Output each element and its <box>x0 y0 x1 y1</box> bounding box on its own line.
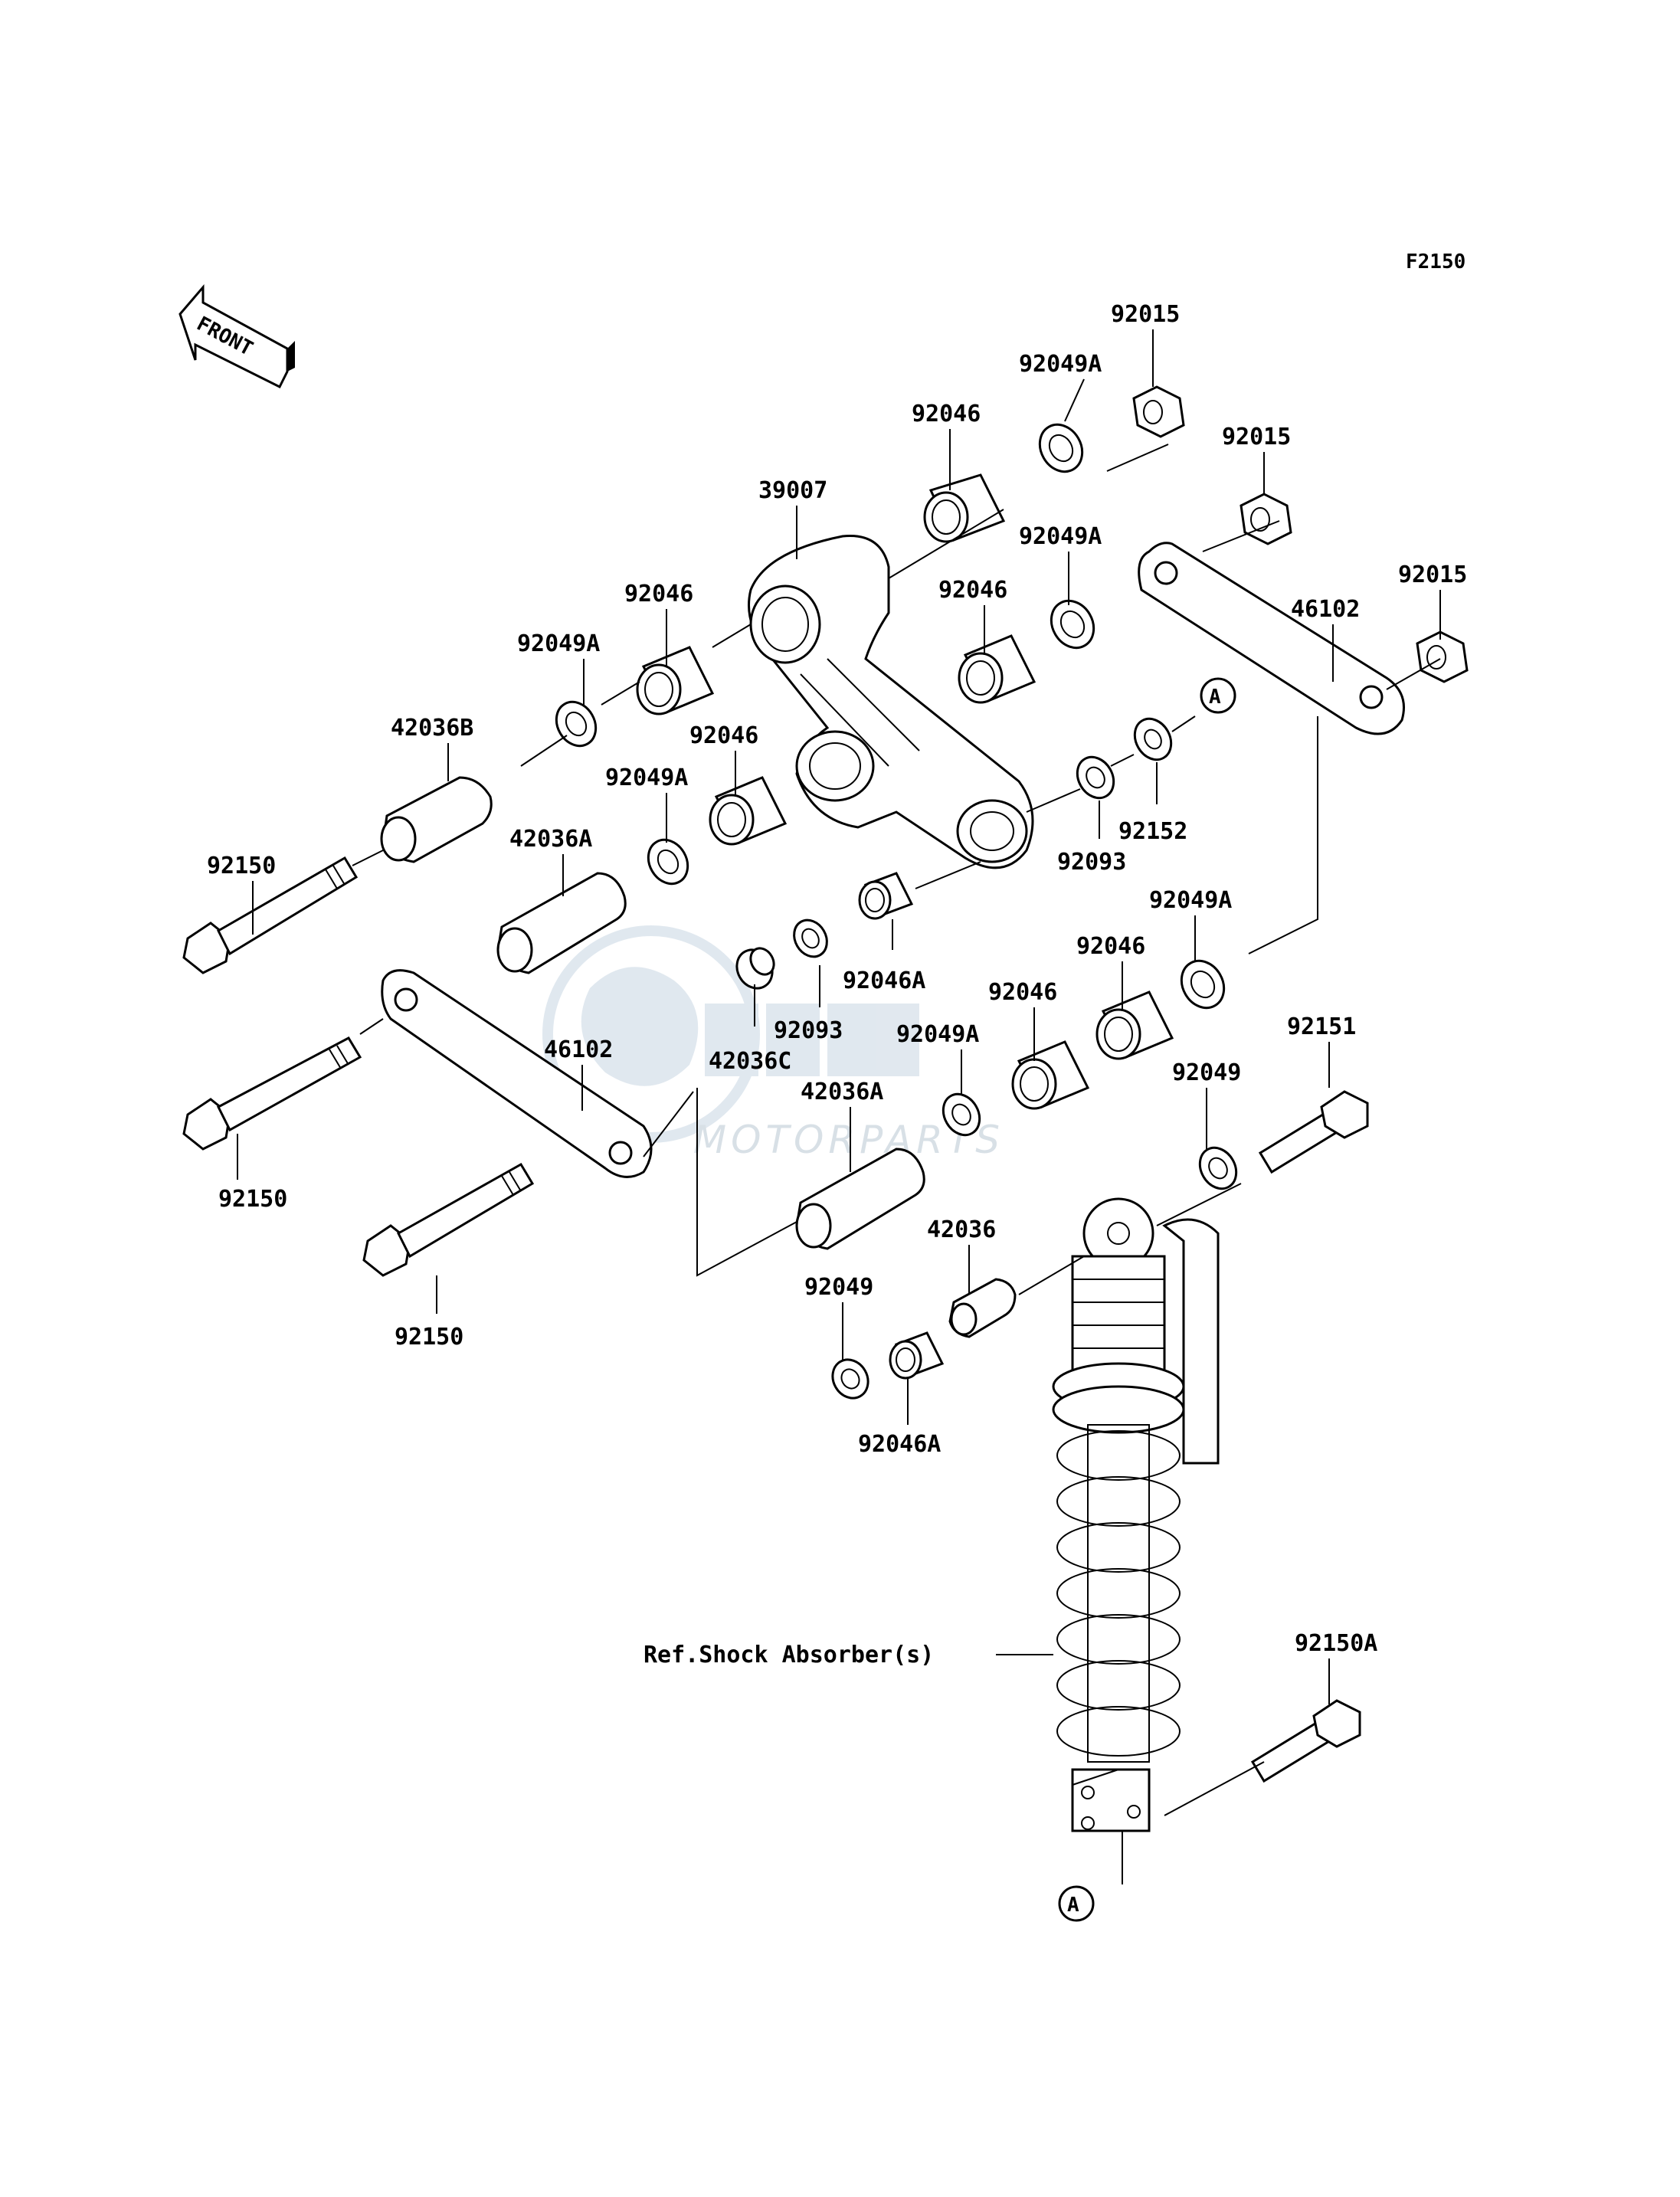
ref-marker-a-lower: A <box>1058 1885 1095 1922</box>
seal-92049A-right <box>1180 959 1226 1010</box>
front-direction-arrow: FRONT <box>178 283 295 389</box>
label-46102-upper: 46102 <box>1291 596 1360 623</box>
shock-spring <box>1056 1424 1181 1763</box>
label-42036: 42036 <box>927 1216 996 1243</box>
seal-92049-right <box>1198 1146 1238 1190</box>
bearing-92046-left <box>636 646 715 715</box>
label-92093-right: 92093 <box>1057 849 1126 876</box>
bolt-92150A <box>1250 1699 1361 1783</box>
label-92049A-top: 92049A <box>1019 351 1102 378</box>
label-92049A-lower-left: 92049A <box>605 765 688 791</box>
seal-92049A-lower-left <box>647 838 689 886</box>
label-92150A: 92150A <box>1295 1630 1377 1657</box>
bearing-92046-upper <box>923 473 1006 543</box>
nut-92015-right <box>1416 630 1469 683</box>
collar-42036 <box>948 1278 1017 1338</box>
seal-92093-left <box>793 918 828 958</box>
bearing-92046A-lower <box>889 1331 945 1380</box>
label-42036A-upper: 42036A <box>509 826 592 853</box>
label-ref-shock-absorber: Ref.Shock Absorber(s) <box>644 1642 934 1668</box>
seal-92049A-left <box>555 700 598 748</box>
label-92151: 92151 <box>1287 1013 1356 1040</box>
oem-motorparts-watermark: MOTORPARTS <box>542 925 1000 1162</box>
bearing-92046-lower-right-a <box>1095 990 1174 1060</box>
collar-42036B <box>380 776 493 863</box>
seal-92049A-lower <box>942 1092 981 1137</box>
figure-code: F2150 <box>1406 250 1465 273</box>
label-92150-lower: 92150 <box>395 1324 463 1351</box>
label-92046-top: 92046 <box>912 401 981 427</box>
bearing-92046-lower-right-b <box>1011 1040 1090 1110</box>
label-92046-left: 92046 <box>624 581 693 607</box>
bearing-92046-lower-left <box>709 776 788 846</box>
seal-92049-left <box>831 1358 869 1400</box>
label-92046-lower-right-a: 92046 <box>1076 933 1145 960</box>
label-92049A-lower: 92049A <box>896 1021 979 1048</box>
bolt-92150-c <box>362 1162 535 1277</box>
label-92046-lower-left: 92046 <box>689 722 758 749</box>
label-92046-mid: 92046 <box>938 577 1007 604</box>
label-92046A-upper: 92046A <box>843 968 925 994</box>
seal-92093-right <box>1076 755 1115 800</box>
tie-rod-46102-upper <box>1138 542 1405 735</box>
nut-92015-mid <box>1240 493 1292 545</box>
label-92049A-mid: 92049A <box>1019 523 1102 550</box>
leader-lines <box>237 329 1441 1884</box>
label-92152: 92152 <box>1118 818 1187 845</box>
label-92049-left: 92049 <box>804 1274 873 1301</box>
rocker-arm-39007 <box>748 535 1034 869</box>
seal-92049A-top <box>1038 423 1084 473</box>
label-92046-lower-right-b: 92046 <box>988 979 1057 1006</box>
ref-marker-a-upper-text: A <box>1209 686 1221 709</box>
ref-marker-a-upper: A <box>1200 677 1236 714</box>
bolt-92151 <box>1258 1090 1369 1174</box>
label-42036A-lower: 42036A <box>801 1079 883 1105</box>
seal-92049A-mid <box>1050 599 1095 650</box>
label-92015-top: 92015 <box>1111 301 1180 328</box>
label-92049A-left: 92049A <box>517 630 600 657</box>
label-92150-upper: 92150 <box>207 853 276 879</box>
label-92049-right: 92049 <box>1172 1059 1241 1086</box>
label-92049A-right: 92049A <box>1149 887 1232 914</box>
washer-92152 <box>1133 717 1173 761</box>
ref-marker-a-lower-text: A <box>1067 1894 1079 1917</box>
nut-92015-top <box>1132 385 1185 438</box>
tie-rod-46102-lower <box>381 969 653 1178</box>
collar-42036A-lower <box>795 1148 925 1250</box>
label-39007: 39007 <box>758 477 827 504</box>
bolt-92150-b <box>182 1036 362 1151</box>
bearing-92046-mid <box>958 634 1036 704</box>
label-92015-right: 92015 <box>1398 562 1467 588</box>
label-42036C: 42036C <box>709 1048 791 1075</box>
label-92015-mid: 92015 <box>1222 424 1291 450</box>
bearing-92046A-upper <box>858 872 914 920</box>
collar-42036A-upper <box>496 872 627 974</box>
label-42036B: 42036B <box>391 715 473 742</box>
collar-42036C <box>735 947 775 990</box>
part-labels: 92015 92049A 92046 39007 92015 92049A 92… <box>207 301 1467 1668</box>
label-92150-mid: 92150 <box>218 1186 287 1213</box>
label-92046A-lower: 92046A <box>858 1431 941 1458</box>
shock-absorber <box>1052 1197 1220 1832</box>
label-46102-lower: 46102 <box>544 1036 613 1063</box>
label-92093-left: 92093 <box>774 1017 843 1044</box>
